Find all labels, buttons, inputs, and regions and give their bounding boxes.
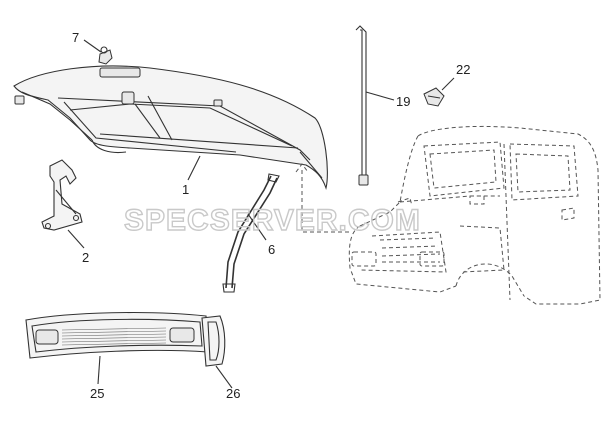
reference-lines: [295, 163, 352, 233]
part-2-hinge: [41, 159, 85, 249]
callout-7: 7: [72, 30, 79, 45]
callout-labels: 7 22 19 1 2 6 25 26: [72, 30, 470, 401]
part-26-trim: [201, 315, 233, 389]
callout-22: 22: [456, 62, 470, 77]
callout-19: 19: [396, 94, 410, 109]
part-19-rod: [355, 25, 395, 186]
cab-outline: [348, 125, 601, 305]
callout-1: 1: [182, 182, 189, 197]
part-7-clip: [83, 39, 113, 65]
part-22-clip: [423, 77, 455, 107]
grille-slats: [61, 327, 167, 346]
callout-leaders: [187, 155, 201, 181]
part-25-grille: [25, 311, 209, 385]
callout-6: 6: [268, 242, 275, 257]
part-6-strut: [222, 173, 280, 293]
callout-26: 26: [226, 386, 240, 401]
part-1-hood: [13, 65, 328, 190]
callout-2: 2: [82, 250, 89, 265]
watermark-text: SPECSERVER.COM: [124, 204, 421, 237]
callout-25: 25: [90, 386, 104, 401]
